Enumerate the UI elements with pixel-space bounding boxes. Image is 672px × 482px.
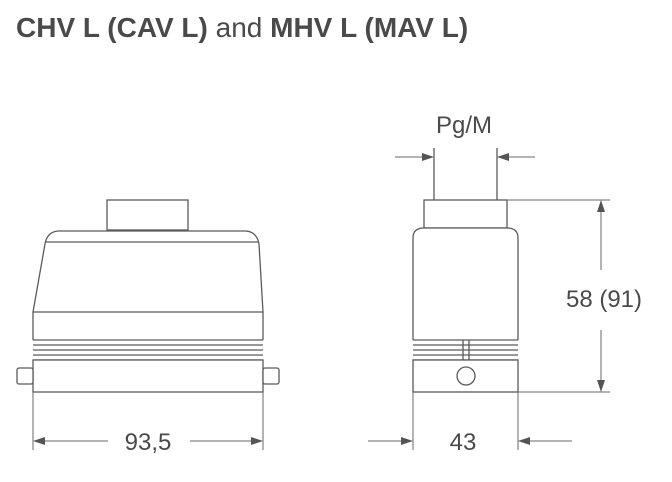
side-ribs — [413, 339, 518, 361]
height-label: 58 (91) — [566, 286, 642, 313]
diagram-title: CHV L (CAV L) and MHV L (MAV L) — [16, 12, 468, 44]
thread-label: Pg/M — [436, 112, 492, 139]
front-view — [16, 199, 280, 393]
front-base — [32, 359, 264, 393]
title-connector: and — [215, 12, 263, 43]
title-part-mhv: MHV L (MAV L) — [270, 12, 469, 43]
front-cable-entry — [106, 199, 189, 231]
side-width-label: 43 — [450, 429, 477, 456]
front-hood-body — [32, 230, 264, 340]
side-width-dimension — [368, 392, 572, 450]
side-hood-body — [412, 227, 519, 340]
side-locking-pin — [456, 366, 476, 386]
height-dimension — [507, 199, 610, 393]
side-cable-entry — [423, 199, 508, 229]
front-width-label: 93,5 — [125, 429, 172, 456]
front-right-peg — [262, 367, 280, 385]
front-ribs — [33, 339, 263, 361]
front-left-peg — [16, 367, 34, 385]
side-view — [412, 148, 519, 393]
front-width-dimension — [32, 392, 264, 450]
title-part-chv: CHV L (CAV L) — [16, 12, 208, 43]
